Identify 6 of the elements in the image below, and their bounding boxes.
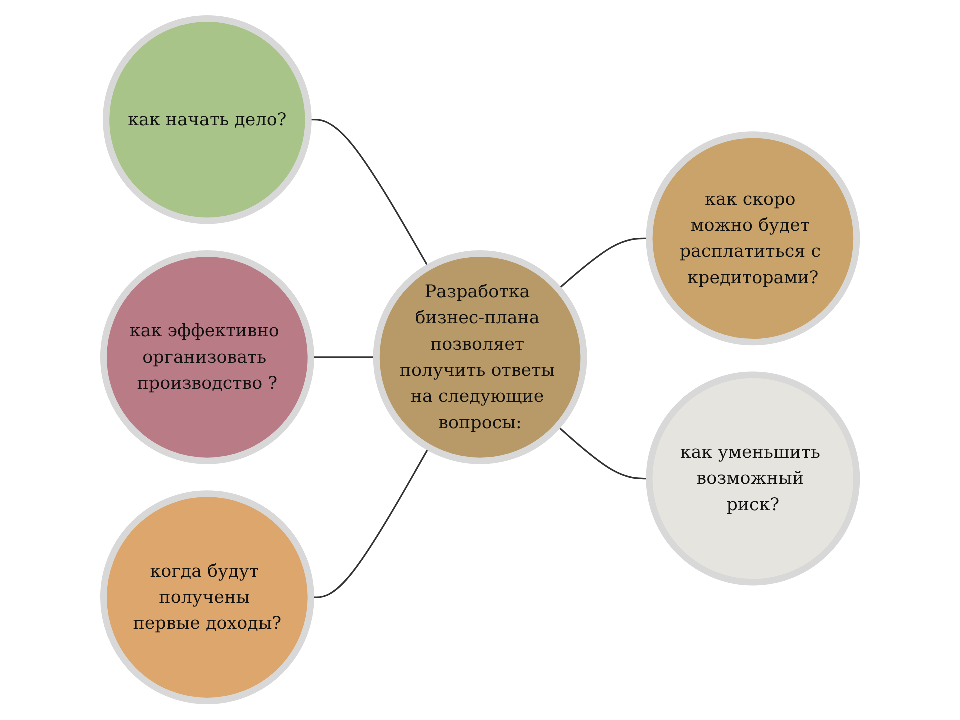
- node-circle: как скоро можно будет расплатиться с кредиторами?: [646, 132, 860, 346]
- node-circle: как эффективно организовать производство ?: [100, 250, 314, 464]
- node-circle: когда будут получены первые доходы?: [100, 490, 314, 705]
- node-circle: Разработка бизнес-плана позволяет получить ответы на следующие вопросы:: [373, 250, 587, 464]
- node-circle: как начать дело?: [102, 15, 312, 224]
- node-circle: как уменьшить возможный риск?: [646, 372, 860, 586]
